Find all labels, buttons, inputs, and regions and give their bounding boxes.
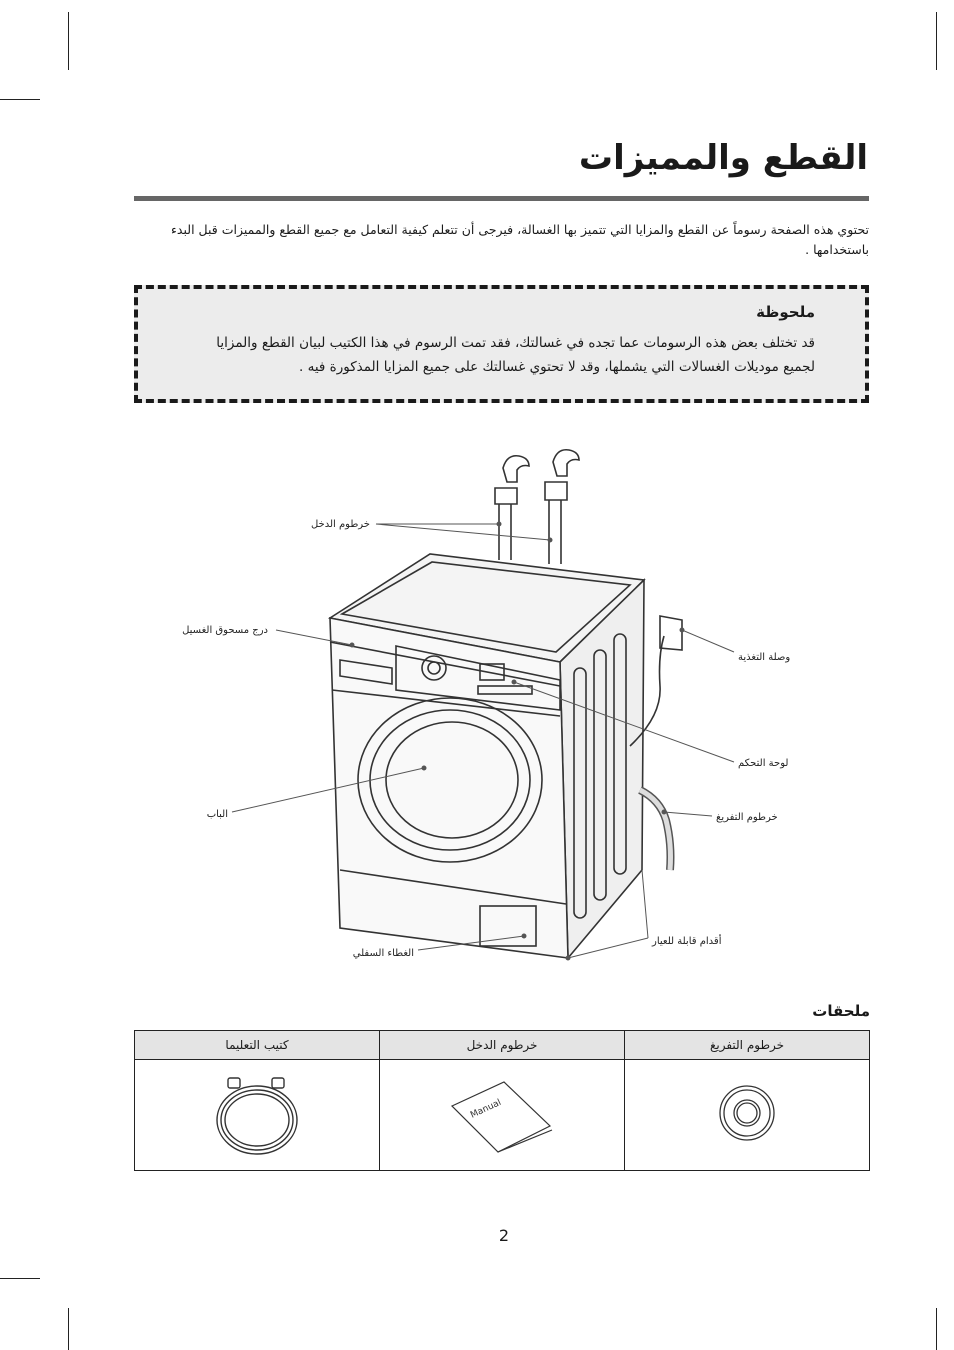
washing-machine-diagram: خرطوم الدخل درج مسحوق الغسيل وصلة التغذي… <box>182 448 790 961</box>
label-power-plug: وصلة التغذية <box>738 652 790 663</box>
label-control-panel: لوحة التحكم <box>738 758 788 769</box>
table-header-cell: خرطوم الدخل <box>379 1030 625 1060</box>
water-tap-icon <box>494 454 530 560</box>
accessories-table: كتيب التعليما خرطوم الدخل خرطوم التفريغ <box>134 1030 870 1171</box>
manual-booklet-icon: Manual <box>450 1081 553 1153</box>
note-box: ملحوظة قد تختلف بعض هذه الرسومات عما تجد… <box>134 285 869 403</box>
table-header-cell: خرطوم التفريغ <box>624 1030 870 1060</box>
accessories-heading: ملحقات <box>812 1002 870 1020</box>
note-heading: ملحوظة <box>756 303 815 321</box>
label-inlet-hose: خرطوم الدخل <box>311 519 370 530</box>
table-cell: Manual <box>379 1059 625 1171</box>
label-door: الباب <box>207 809 228 820</box>
crop-mark <box>936 12 937 70</box>
label-detergent-drawer: درج مسحوق الغسيل <box>182 625 268 636</box>
table-cell <box>624 1059 870 1171</box>
crop-mark <box>68 12 69 70</box>
table-row: Manual <box>134 1059 870 1171</box>
table-header-cell: كتيب التعليما <box>134 1030 380 1060</box>
title-divider <box>134 196 869 201</box>
crop-mark <box>936 1308 937 1350</box>
label-adjustable-feet: أقدام قابلة للعيار <box>651 934 722 947</box>
label-bottom-cover: الغطاء السفلي <box>353 948 414 959</box>
table-cell <box>134 1059 380 1171</box>
crop-mark <box>68 1308 69 1350</box>
note-text: قد تختلف بعض هذه الرسومات عما تجده في غس… <box>216 335 815 375</box>
intro-paragraph: تحتوي هذه الصفحة رسوماً عن القطع والمزاي… <box>171 222 869 257</box>
page-number: 2 <box>498 1226 510 1245</box>
crop-mark <box>0 1278 40 1279</box>
crop-mark <box>0 99 40 100</box>
label-drain-hose: خرطوم التفريغ <box>716 812 778 823</box>
table-header-row: كتيب التعليما خرطوم الدخل خرطوم التفريغ <box>134 1030 870 1060</box>
page-title: القطع والمميزات <box>578 138 868 178</box>
water-tap-icon <box>544 448 580 564</box>
hose-clamp-icon <box>719 1085 775 1141</box>
hose-coil-icon <box>216 1077 298 1155</box>
